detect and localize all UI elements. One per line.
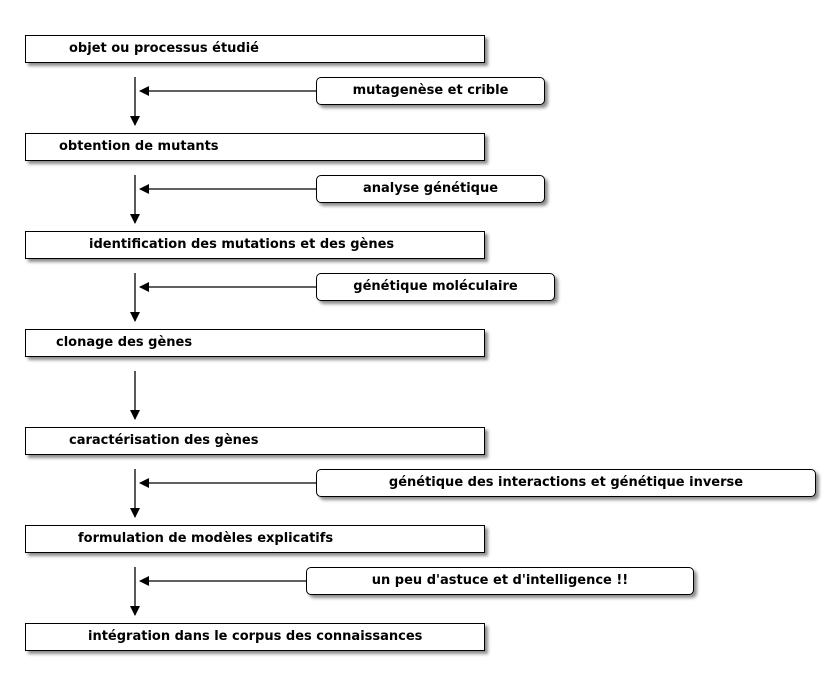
step-4: clonage des gènes — [25, 329, 485, 357]
step-6: formulation de modèles explicatifs — [25, 525, 485, 553]
method-2: analyse génétique — [316, 175, 545, 203]
method-5: un peu d'astuce et d'intelligence !! — [306, 567, 694, 595]
method-3: génétique moléculaire — [316, 273, 555, 301]
method-1: mutagenèse et crible — [316, 77, 545, 105]
step-3: identification des mutations et des gène… — [25, 231, 485, 259]
step-2: obtention de mutants — [25, 133, 485, 161]
step-5: caractérisation des gènes — [25, 427, 485, 455]
step-7: intégration dans le corpus des connaissa… — [25, 623, 485, 651]
step-1: objet ou processus étudié — [25, 35, 485, 63]
method-4: génétique des interactions et génétique … — [316, 469, 816, 497]
